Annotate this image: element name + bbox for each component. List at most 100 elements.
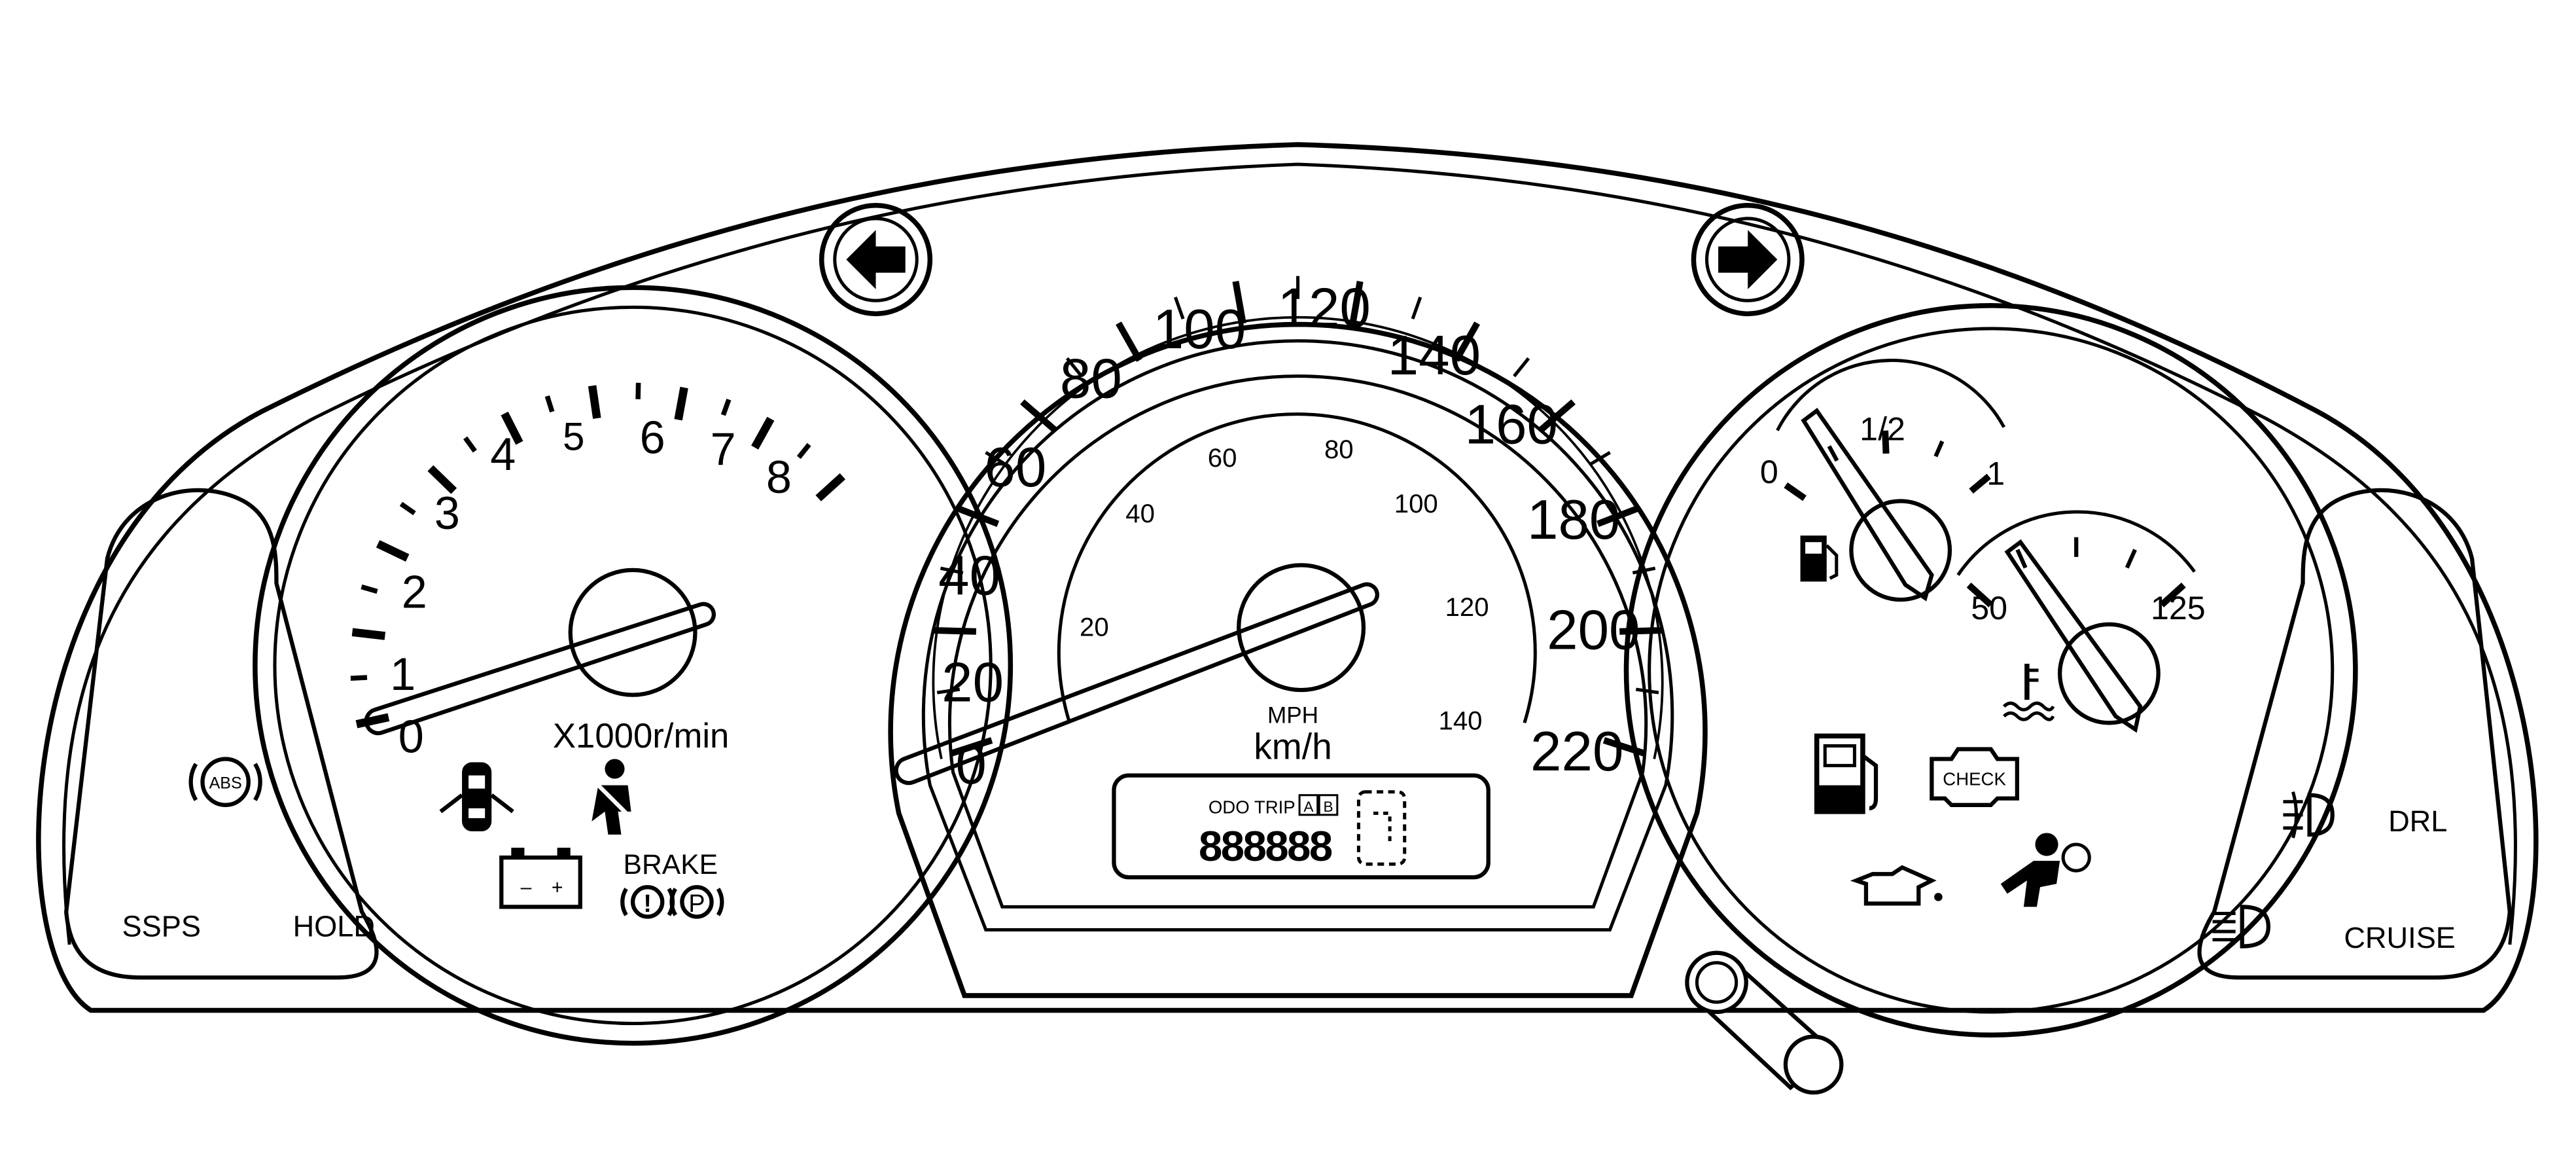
tach-hub (568, 568, 697, 697)
seatbelt-icon (591, 759, 636, 835)
svg-text:CHECK: CHECK (1943, 769, 2006, 789)
tach-label-2: 2 (402, 566, 427, 618)
tach-tick (501, 411, 523, 445)
speedo-face-edge (947, 374, 1648, 909)
temp-low-label: 50 (1971, 590, 2007, 626)
cluster-bezel (62, 162, 2517, 945)
mph-label-100: 100 (1394, 489, 1438, 518)
kmh-tick (1597, 505, 1639, 528)
fuel-tick (1827, 445, 1839, 462)
kmh-label-20: 20 (942, 652, 1004, 714)
tach-label-8: 8 (766, 451, 792, 503)
kmh-label-100: 100 (1153, 298, 1246, 361)
kmh-tick (1513, 357, 1530, 378)
tach-label-6: 6 (640, 412, 665, 463)
kmh-label-140: 140 (1388, 325, 1481, 387)
mph-label-80: 80 (1324, 435, 1354, 464)
fuel-tick (1882, 430, 1890, 454)
tach-tick (361, 584, 378, 594)
kmh-tick (1065, 357, 1083, 378)
kmh-label-120: 120 (1278, 277, 1371, 339)
mph-label-40: 40 (1125, 499, 1155, 528)
low-fuel-icon (1814, 733, 1879, 814)
tach-label-7: 7 (711, 423, 736, 475)
kmh-tick (940, 566, 964, 575)
temperature-gauge-ticks (1966, 537, 2186, 607)
left-side-pod (64, 488, 379, 980)
tach-label-4: 4 (490, 428, 516, 480)
right-side-pod (2197, 488, 2512, 980)
temp-scale-arc (1956, 510, 2196, 576)
fuel-empty-label: 0 (1760, 454, 1778, 490)
trip-reset-knob[interactable] (1685, 950, 1844, 1095)
brake-warning-icon: ! (620, 885, 675, 919)
temp-tick (1966, 583, 1994, 607)
door-ajar-icon (439, 762, 514, 831)
tach-tick (351, 628, 386, 640)
fuel-full-label: 1 (1986, 455, 2005, 492)
fuel-half-label: 1/2 (1860, 411, 1905, 448)
speedo-kmh-scale-arc (932, 316, 1664, 759)
fuel-temp-gauge: 0 1/2 1 50 125 (1623, 303, 2358, 1038)
tach-tick (544, 395, 555, 413)
check-engine-icon: CHECK (1930, 747, 2019, 807)
kmh-tick (1020, 399, 1057, 433)
speedo-outer-bezel (888, 321, 1708, 998)
left-turn-signal-icon[interactable] (819, 202, 933, 317)
abs-warning-icon: ABS (188, 757, 262, 807)
fuel-pump-small-icon (1800, 535, 1839, 582)
temp-hub (2057, 622, 2161, 725)
temp-tick (2015, 549, 2028, 569)
tach-label-3: 3 (434, 487, 460, 539)
mph-label-120: 120 (1445, 592, 1489, 622)
coolant-temp-icon (2003, 663, 2055, 721)
gear-indicator (1356, 790, 1407, 866)
tach-tick (350, 675, 368, 681)
mph-label-140: 140 (1439, 706, 1483, 735)
kmh-tick (985, 451, 1006, 466)
temp-tick (2159, 583, 2186, 607)
tach-tick (635, 382, 641, 399)
tach-tick (463, 436, 477, 453)
kmh-label-40: 40 (938, 545, 1000, 607)
tach-tick (399, 501, 416, 516)
mph-label-60: 60 (1208, 443, 1237, 473)
temp-tick (2125, 549, 2137, 569)
odo-trip-label: ODO TRIP (1209, 797, 1296, 817)
kmh-label-180: 180 (1527, 489, 1620, 551)
tachometer-ticks (350, 382, 846, 729)
fuel-gauge-ticks (1784, 430, 1991, 501)
fuel-hub (1849, 499, 1952, 602)
kmh-label-220: 220 (1530, 721, 1623, 783)
svg-text:ABS: ABS (209, 774, 242, 793)
tach-tick (751, 416, 775, 450)
tachometer: 0 1 2 3 4 5 6 7 8 X1000r/min (253, 285, 1014, 1046)
kmh-tick (936, 687, 961, 695)
odometer-display: ODO TRIP A B 888888 (1112, 773, 1491, 880)
speedo-mph-scale-arc (1057, 412, 1537, 724)
tach-tick (720, 399, 732, 416)
kmh-tick (1453, 321, 1480, 362)
tach-tick (588, 385, 601, 419)
kmh-tick (957, 505, 1000, 528)
tach-label-1: 1 (390, 648, 415, 700)
tach-tick (355, 713, 390, 729)
kmh-tick (1349, 281, 1364, 325)
kmh-label-160: 160 (1465, 394, 1558, 456)
kmh-label-80: 80 (1060, 348, 1122, 410)
headlight-icon (2212, 905, 2270, 948)
fog-light-icon (2283, 791, 2335, 839)
svg-text:–: – (521, 876, 532, 898)
ssps-label: SSPS (122, 910, 201, 943)
cruise-label: CRUISE (2344, 921, 2456, 954)
right-turn-signal-icon[interactable] (1691, 202, 1805, 317)
kmh-tick (1538, 399, 1576, 433)
tach-tick (427, 465, 457, 494)
kmh-tick (1589, 451, 1611, 466)
speedo-needle (894, 582, 1379, 785)
tach-unit-label: X1000r/min (553, 717, 729, 755)
odometer-digits: 888888 (1199, 822, 1332, 870)
speedo-hub (1237, 563, 1366, 693)
drl-label: DRL (2388, 804, 2447, 838)
